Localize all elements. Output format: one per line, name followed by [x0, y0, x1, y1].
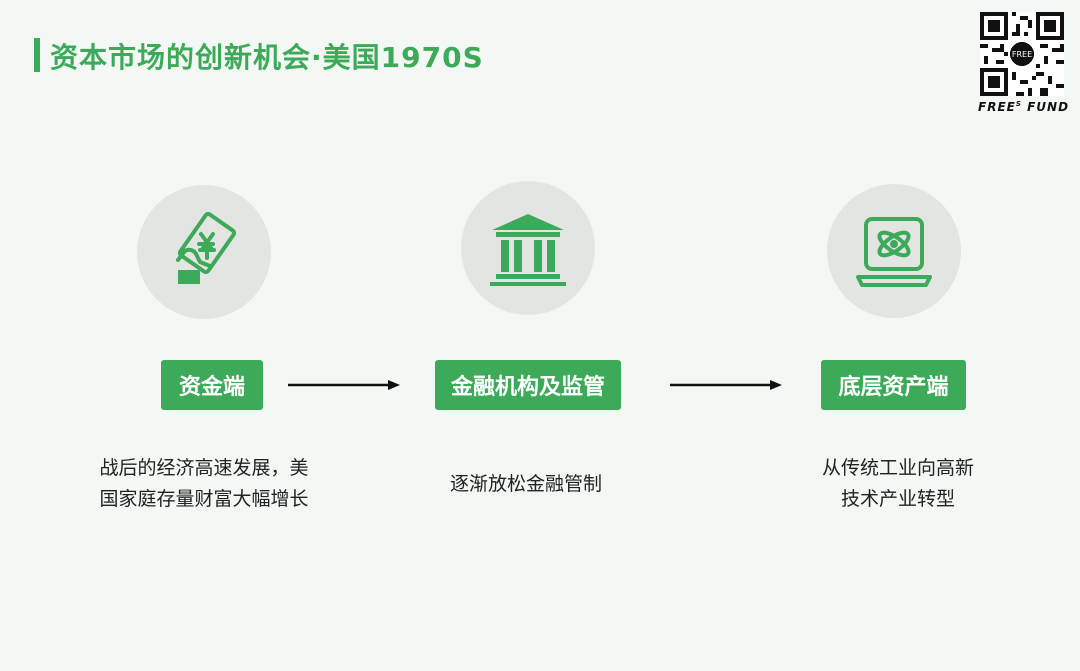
qr-code: FREE — [980, 12, 1064, 96]
institution-label: 金融机构及监管 — [435, 360, 621, 410]
institution-description: 逐渐放松金融管制 — [376, 469, 676, 500]
desc-line: 从传统工业向高新 — [821, 457, 974, 479]
arrow-1 — [288, 380, 400, 390]
funds-icon-circle — [137, 185, 271, 319]
title-accent-bar — [34, 38, 40, 72]
atom-laptop-icon — [856, 217, 932, 287]
desc-line: 逐渐放松金融管制 — [449, 473, 602, 495]
asset-icon-circle — [827, 184, 961, 318]
qr-center-text: FREE — [1012, 50, 1032, 59]
banknote-hand-icon — [176, 212, 237, 284]
arrow-2 — [670, 380, 782, 390]
desc-line: 技术产业转型 — [840, 488, 955, 510]
page-title: 资本市场的创新机会·美国1970S — [50, 41, 484, 74]
asset-description: 从传统工业向高新 技术产业转型 — [748, 453, 1048, 515]
asset-side-label: 底层资产端 — [821, 360, 966, 410]
brand-suffix: FUND — [1027, 100, 1070, 114]
funds-description: 战后的经济高速发展，美 国家庭存量财富大幅增长 — [54, 453, 354, 515]
bank-building-icon — [490, 214, 566, 286]
funds-side-label: 资金端 — [161, 360, 263, 410]
institution-icon-circle — [461, 181, 595, 315]
desc-line: 战后的经济高速发展，美 — [99, 457, 309, 479]
brand-name: FREE — [978, 100, 1016, 114]
desc-line: 国家庭存量财富大幅增长 — [99, 488, 309, 510]
brand-superscript: S — [1015, 100, 1022, 108]
brand-logo: FREES FUND — [978, 100, 1069, 114]
